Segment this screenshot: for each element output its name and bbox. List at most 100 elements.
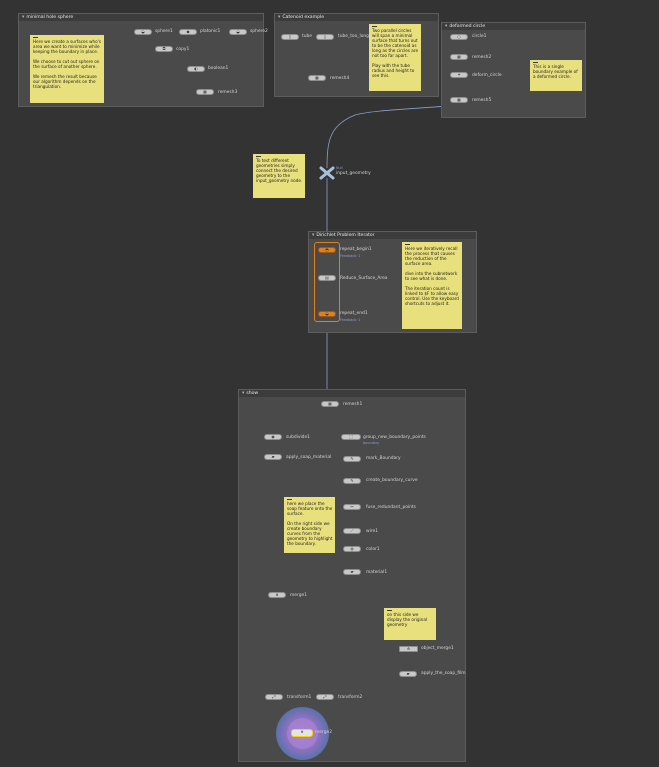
copy-icon: ⧉ bbox=[162, 46, 166, 51]
node-sphere2[interactable]: ◒ bbox=[229, 29, 247, 35]
material-icon: ▰ bbox=[271, 454, 275, 459]
node-fuse-redundant-points[interactable]: ✂ bbox=[343, 504, 361, 510]
network-box-show[interactable]: ▾show bbox=[238, 389, 466, 762]
node-label: Reduce_Surface_Area bbox=[340, 276, 388, 281]
node-label: tube bbox=[302, 34, 312, 39]
node-label: sphere1 bbox=[155, 29, 173, 34]
node-transform2[interactable]: ⤢ bbox=[316, 694, 334, 700]
sticky-note-dirichlet[interactable]: Here we iteratively recall the process t… bbox=[402, 242, 462, 329]
sticky-note-soap[interactable]: here we place the soap feature onto the … bbox=[284, 497, 335, 553]
node-material1[interactable]: ▰ bbox=[343, 569, 361, 575]
node-merge2[interactable]: ⋔ bbox=[291, 729, 313, 737]
node-color1[interactable]: ◍ bbox=[343, 546, 361, 552]
node-sub-label: Feedback: 1 bbox=[340, 254, 361, 258]
sphere-icon: ◒ bbox=[141, 29, 145, 34]
node-label: transform1 bbox=[287, 695, 312, 700]
curve-icon: ✎ bbox=[350, 478, 354, 483]
box-title: Catenoid example bbox=[282, 15, 325, 20]
boolean-icon: ◐ bbox=[194, 66, 198, 71]
node-tube-too-long[interactable]: ▯ bbox=[316, 34, 334, 40]
box-title: deformed circle bbox=[449, 24, 486, 29]
node-boolean1[interactable]: ◐ bbox=[187, 66, 205, 72]
transform-icon: ⤢ bbox=[323, 694, 327, 699]
object-merge-icon: ⋔ bbox=[406, 646, 411, 651]
sticky-note-deformed[interactable]: This is a single boundary example of a d… bbox=[530, 60, 582, 91]
node-label: sphere2 bbox=[250, 29, 268, 34]
sphere-icon: ◒ bbox=[236, 29, 240, 34]
node-tube[interactable]: ▯ bbox=[281, 34, 299, 40]
node-label: apply_the_soap_film bbox=[421, 671, 466, 676]
sticky-note-sphere[interactable]: Here we create a surfaces who's area we … bbox=[30, 35, 104, 103]
node-circle1[interactable]: ○ bbox=[450, 34, 468, 40]
node-label: transform2 bbox=[338, 695, 363, 700]
node-deform-circle[interactable]: ✦ bbox=[450, 72, 468, 78]
platonic-icon: ◆ bbox=[186, 29, 190, 34]
node-merge1[interactable]: ⋔ bbox=[268, 592, 286, 598]
node-group-new-boundary-points[interactable]: ⬚ bbox=[341, 434, 361, 440]
fuse-icon: ✂ bbox=[350, 504, 354, 509]
wire-icon: ⟋ bbox=[350, 528, 354, 533]
sticky-note-catenoid[interactable]: Two parallel circles will span a minimal… bbox=[369, 24, 421, 91]
circle-icon: ○ bbox=[457, 34, 461, 39]
node-repeat-end1[interactable]: ◒ bbox=[318, 311, 336, 317]
tube-icon: ▯ bbox=[323, 34, 327, 39]
merge-icon: ⋔ bbox=[275, 592, 279, 597]
node-label: mark_Boundary bbox=[366, 456, 401, 461]
node-label: remesh5 bbox=[472, 98, 492, 103]
node-label: circle1 bbox=[472, 34, 487, 39]
node-label: group_new_boundary_points bbox=[363, 435, 426, 440]
node-transform1[interactable]: ⤢ bbox=[265, 694, 283, 700]
remesh-icon: ▦ bbox=[315, 75, 319, 80]
node-label: copy1 bbox=[176, 47, 190, 52]
node-copy1[interactable]: ⧉ bbox=[155, 46, 173, 52]
remesh-icon: ▦ bbox=[457, 97, 461, 102]
node-label: object_merge1 bbox=[421, 646, 454, 651]
attribute-icon: ✎ bbox=[350, 456, 354, 461]
node-wire1[interactable]: ⟋ bbox=[343, 528, 361, 534]
node-repeat-begin1[interactable]: ◓ bbox=[318, 247, 336, 253]
node-sub-label: Null bbox=[336, 166, 343, 170]
node-label: merge1 bbox=[290, 593, 307, 598]
node-sub-label: boundary bbox=[363, 441, 380, 445]
remesh-icon: ▦ bbox=[203, 89, 207, 94]
node-label: remesh3 bbox=[218, 90, 238, 95]
subnet-icon: ▤ bbox=[325, 275, 329, 280]
node-remesh3[interactable]: ▦ bbox=[196, 89, 214, 95]
color-icon: ◍ bbox=[350, 546, 354, 551]
node-mark-boundary[interactable]: ✎ bbox=[343, 456, 361, 462]
node-apply-the-soap-film[interactable]: ▰ bbox=[399, 671, 417, 677]
box-title: Dirichlet Problem Iterator bbox=[316, 233, 375, 238]
node-remesh1[interactable]: ▦ bbox=[321, 401, 339, 407]
node-remesh5[interactable]: ▦ bbox=[450, 97, 468, 103]
node-subdivide1[interactable]: ◉ bbox=[264, 434, 282, 440]
node-remesh4[interactable]: ▦ bbox=[308, 75, 326, 81]
node-object-merge1[interactable]: ⋔ bbox=[399, 646, 418, 652]
node-label: wire1 bbox=[366, 529, 379, 534]
node-label: repeat_end1 bbox=[340, 311, 368, 316]
loop-end-icon: ◒ bbox=[325, 311, 329, 316]
node-apply-soap-material[interactable]: ▰ bbox=[264, 454, 282, 460]
node-label: fuse_redundant_points bbox=[366, 505, 416, 510]
box-title: minimal hole sphere bbox=[26, 15, 74, 20]
loop-begin-icon: ◓ bbox=[325, 247, 329, 252]
node-label: create_boundary_curve bbox=[366, 478, 418, 483]
node-sphere1[interactable]: ◒ bbox=[134, 29, 152, 35]
box-title: show bbox=[246, 391, 259, 396]
node-platonic1[interactable]: ◆ bbox=[179, 29, 197, 35]
sticky-note-input[interactable]: To test different geometries simply conn… bbox=[253, 154, 305, 198]
network-box-deformed-circle[interactable]: ▾deformed circle bbox=[441, 22, 586, 118]
node-label: subdivide1 bbox=[286, 435, 310, 440]
subdivide-icon: ◉ bbox=[271, 434, 275, 439]
node-label: color1 bbox=[366, 547, 380, 552]
node-remesh2[interactable]: ▦ bbox=[450, 54, 468, 60]
node-label: material1 bbox=[366, 570, 388, 575]
null-node-input-geometry[interactable] bbox=[318, 166, 336, 180]
node-reduce-surface-area[interactable]: ▤ bbox=[318, 275, 336, 281]
node-label: apply_soap_material bbox=[286, 455, 332, 460]
sticky-note-right[interactable]: on this side we display the original geo… bbox=[384, 608, 436, 640]
node-label: boolean1 bbox=[208, 66, 229, 71]
node-label: merge2 bbox=[315, 730, 332, 735]
node-label: deform_circle bbox=[472, 73, 502, 78]
node-create-boundary-curve[interactable]: ✎ bbox=[343, 478, 361, 484]
material-icon: ▰ bbox=[406, 671, 410, 676]
